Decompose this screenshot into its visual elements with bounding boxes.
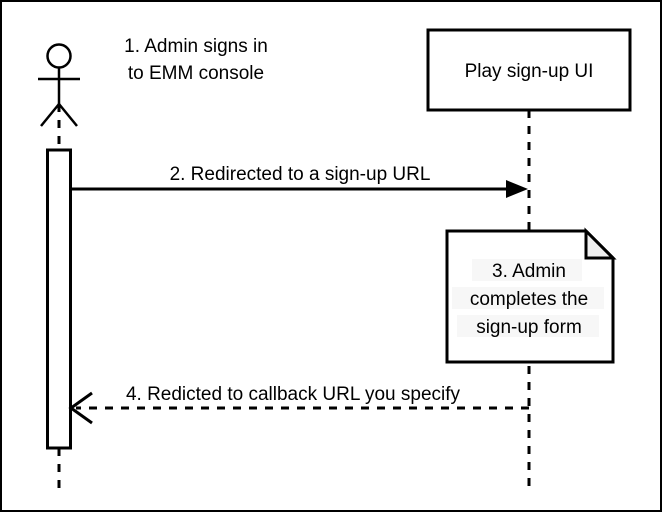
- participant-label-play-signup-ui: Play sign-up UI: [465, 61, 594, 82]
- step4-message-label: 4. Redicted to callback URL you specify: [126, 384, 461, 405]
- actor-leg-right: [58, 103, 78, 127]
- step4-arrowhead-open: [68, 391, 93, 425]
- note-line2-highlight: [452, 287, 604, 309]
- note-step3-line1: 3. Admin: [492, 261, 566, 282]
- note-line1-highlight: [472, 259, 582, 281]
- note-line3-highlight: [457, 315, 599, 337]
- note-step3-line2: completes the: [470, 289, 588, 310]
- actor-leg-left: [40, 103, 60, 127]
- note-step3-line3: sign-up form: [476, 317, 582, 338]
- step2-message-label: 2. Redirected to a sign-up URL: [170, 164, 431, 185]
- step1-label-line2: to EMM console: [128, 63, 264, 84]
- actor-admin: [38, 43, 80, 127]
- note-step3-fold-icon: [584, 227, 617, 260]
- participant-box-play-signup-ui[interactable]: [426, 28, 632, 112]
- actor-activation-bar: [46, 148, 72, 450]
- step1-label-line1: 1. Admin signs in: [124, 36, 268, 57]
- actor-head-icon: [46, 43, 72, 69]
- step2-arrowhead-filled: [506, 180, 528, 198]
